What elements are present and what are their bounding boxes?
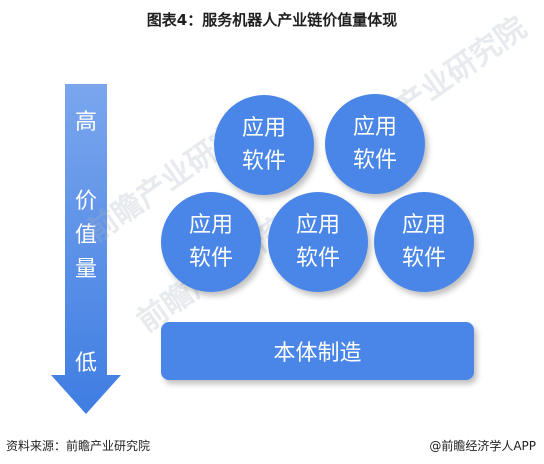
circle-label-line: 软件 xyxy=(401,246,446,271)
arrow-high-label: 高 xyxy=(74,110,97,135)
arrow-low-label: 低 xyxy=(74,351,97,376)
app-software-circle: 应用 软件 xyxy=(325,94,425,194)
circle-label-line: 应用 xyxy=(241,116,286,141)
circle-label-line: 应用 xyxy=(188,213,233,238)
circle-label-line: 应用 xyxy=(352,115,397,140)
circle-label-line: 软件 xyxy=(241,149,286,174)
app-software-circle: 应用 软件 xyxy=(268,192,368,292)
circle-label-line: 软件 xyxy=(352,148,397,173)
arrow-middle-char: 量 xyxy=(74,257,97,282)
arrow-shape xyxy=(51,84,121,414)
circle-label-line: 应用 xyxy=(295,213,340,238)
base-label: 本体制造 xyxy=(273,341,362,366)
circle-label-line: 软件 xyxy=(295,246,340,271)
arrow-middle-label: 价 值 量 xyxy=(64,185,108,287)
app-software-circle: 应用 软件 xyxy=(161,192,261,292)
circle-label-line: 应用 xyxy=(401,213,446,238)
chart-title: 图表4：服务机器人产业链价值量体现 xyxy=(146,11,398,29)
app-software-circle: 应用 软件 xyxy=(214,95,314,195)
credit-note: @前瞻经济学人APP xyxy=(429,439,536,453)
arrow-middle-char: 价 xyxy=(74,189,97,214)
circle-label-line: 软件 xyxy=(188,246,233,271)
body-manufacturing-bar: 本体制造 xyxy=(161,322,474,380)
app-software-circle: 应用 软件 xyxy=(374,192,474,292)
arrow-middle-char: 值 xyxy=(74,223,97,248)
source-note: 资料来源：前瞻产业研究院 xyxy=(6,439,151,453)
